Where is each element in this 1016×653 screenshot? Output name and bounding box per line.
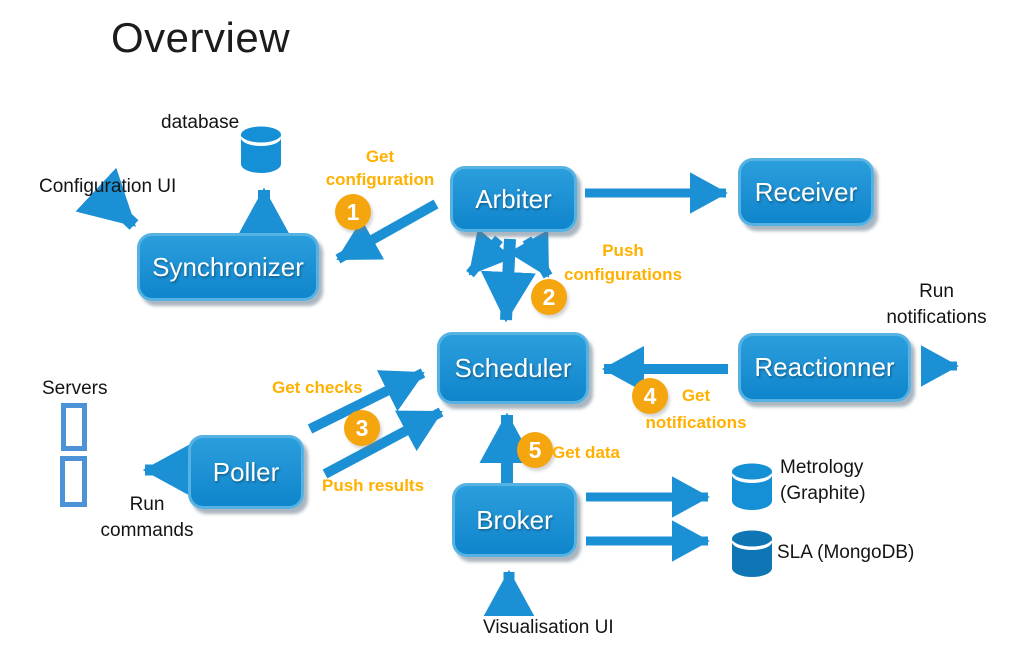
label-line: Metrology	[780, 457, 864, 478]
node-reactionner: Reactionner	[738, 333, 911, 402]
label-line: Run	[919, 281, 954, 302]
flow-label-line: Push	[602, 241, 644, 260]
sla-database-icon	[732, 530, 772, 577]
configuration-ui-label: Configuration UI	[39, 176, 177, 197]
run-commands-label: Run commands	[88, 492, 206, 544]
flow-label-get-notifications: Get notifications	[637, 382, 755, 436]
node-scheduler-label: Scheduler	[454, 352, 572, 383]
flow-label-line: configurations	[563, 265, 683, 284]
flow-label-push-configurations: Push configurations	[558, 239, 688, 287]
node-synchronizer: Synchronizer	[137, 233, 319, 301]
arrow-arbiter-to-scheduler	[480, 238, 536, 323]
label-line: notifications	[886, 307, 987, 328]
visualisation-ui-label: Visualisation UI	[483, 617, 614, 638]
label-line: (Graphite)	[780, 483, 866, 504]
server-icon	[61, 403, 87, 451]
arrow-arbiter-fan-right	[508, 229, 553, 279]
arrow-arbiter-to-synchronizer	[335, 199, 439, 264]
label-line: commands	[100, 520, 194, 541]
node-receiver-label: Receiver	[754, 176, 858, 207]
step-badge-4: 4	[632, 378, 668, 414]
arrow-configuration-ui-to-synchronizer	[75, 167, 139, 230]
node-poller-label: Poller	[212, 456, 280, 487]
arrow-poller-push-results	[322, 407, 444, 479]
server-icon	[60, 456, 87, 507]
node-receiver: Receiver	[738, 158, 874, 226]
flow-label-line: configuration	[325, 170, 435, 189]
node-scheduler: Scheduler	[437, 332, 589, 404]
flow-label-line: notifications	[645, 413, 747, 432]
metrology-label: Metrology (Graphite)	[780, 455, 866, 507]
database-label: database	[161, 112, 240, 133]
step-badge-5: 5	[517, 432, 553, 468]
step-badge-1: 1	[335, 194, 371, 230]
page-title: Overview	[111, 14, 291, 61]
arrow-poller-get-checks	[307, 368, 426, 434]
node-arbiter: Arbiter	[450, 166, 577, 232]
sla-label: SLA (MongoDB)	[777, 542, 915, 563]
flow-label-get-checks: Get checks	[272, 378, 363, 397]
flow-label-line: Get	[365, 147, 395, 166]
node-reactionner-label: Reactionner	[754, 352, 895, 382]
node-broker-label: Broker	[476, 504, 553, 535]
flow-label-get-data: Get data	[552, 443, 621, 462]
database-icon	[241, 126, 281, 173]
label-line: Run	[129, 494, 165, 515]
arrow-arbiter-fan-left	[466, 228, 514, 278]
flow-label-get-configuration: Get configuration	[320, 145, 440, 191]
flow-label-push-results: Push results	[322, 476, 425, 495]
servers-label: Servers	[42, 378, 108, 399]
run-notifications-label: Run notifications	[880, 279, 993, 331]
node-arbiter-label: Arbiter	[475, 183, 552, 214]
step-badge-2: 2	[531, 279, 567, 315]
metrology-database-icon	[732, 463, 772, 510]
node-synchronizer-label: Synchronizer	[152, 251, 304, 282]
flow-label-line: Get	[681, 386, 711, 405]
step-badge-3: 3	[344, 410, 380, 446]
node-poller: Poller	[188, 435, 304, 509]
node-broker: Broker	[452, 483, 577, 557]
